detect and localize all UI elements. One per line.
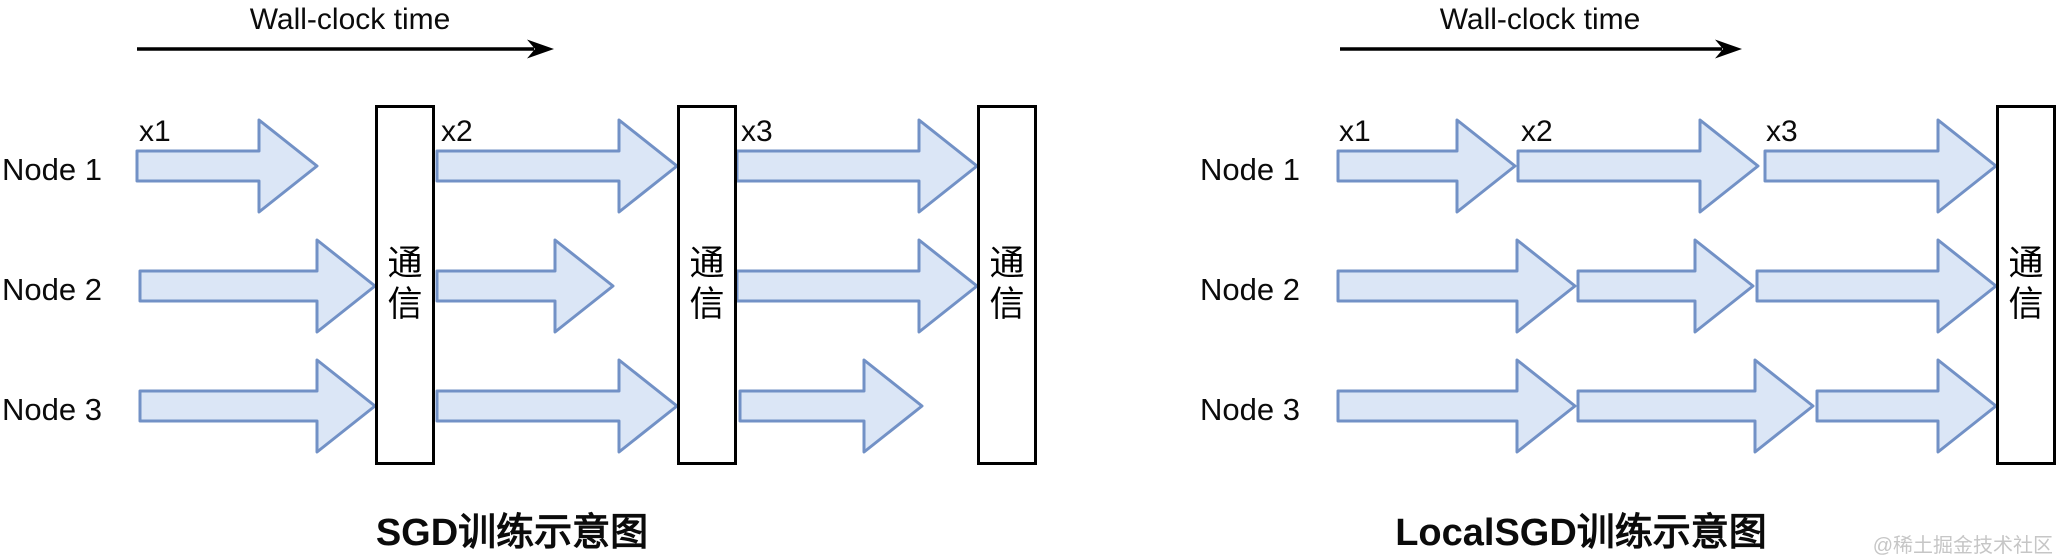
comm-box: 通信 (375, 105, 435, 465)
comm-box-label: 通信 (2008, 244, 2044, 324)
task-arrow (1576, 238, 1755, 334)
comm-box: 通信 (1996, 105, 2056, 465)
task-arrow-shape (1336, 238, 1577, 334)
task-arrow-shape (435, 238, 615, 334)
step-label-x2: x2 (1521, 115, 1553, 148)
step-label-x1: x1 (1339, 115, 1371, 148)
comm-box: 通信 (677, 105, 737, 465)
task-arrow (1576, 358, 1815, 454)
task-arrow (1755, 238, 1998, 334)
task-arrow (1336, 238, 1577, 334)
task-arrow (1763, 118, 1998, 214)
task-arrow-shape (138, 238, 377, 334)
task-arrow-shape (1576, 358, 1815, 454)
task-arrow-shape (138, 358, 377, 454)
wallclock-arrow (1338, 36, 1744, 62)
comm-box-label: 通信 (387, 244, 423, 324)
sgd-caption: SGD训练示意图 (375, 512, 649, 554)
task-arrow (1336, 118, 1517, 214)
task-arrow (435, 118, 679, 214)
task-arrow (735, 118, 979, 214)
node-label-3: Node 3 (2, 392, 102, 427)
step-label-x1: x1 (139, 115, 171, 148)
task-arrow (138, 238, 377, 334)
task-arrow-shape (435, 118, 679, 214)
task-arrow-shape (435, 358, 679, 454)
task-arrow-shape (1815, 358, 1998, 454)
wallclock-arrow-shape (1340, 39, 1742, 59)
task-arrow-shape (735, 238, 979, 334)
node-label-2: Node 2 (1200, 272, 1300, 307)
node-label-1: Node 1 (2, 152, 102, 187)
node-label-1: Node 1 (1200, 152, 1300, 187)
task-arrow (435, 358, 679, 454)
localsgd-caption: LocalSGD训练示意图 (1395, 512, 1767, 554)
task-arrow (1815, 358, 1998, 454)
task-arrow (735, 238, 979, 334)
wallclock-title: Wall-clock time (1439, 3, 1641, 36)
wallclock-arrow-shape (137, 39, 554, 59)
task-arrow-shape (735, 118, 979, 214)
node-label-2: Node 2 (2, 272, 102, 307)
step-label-x2: x2 (441, 115, 473, 148)
step-label-x3: x3 (741, 115, 773, 148)
task-arrow (1336, 358, 1577, 454)
task-arrow-shape (1516, 118, 1760, 214)
task-arrow-shape (1755, 238, 1998, 334)
node-label-3: Node 3 (1200, 392, 1300, 427)
task-arrow-shape (1336, 358, 1577, 454)
task-arrow-shape (1576, 238, 1755, 334)
task-arrow (738, 358, 924, 454)
task-arrow (435, 238, 615, 334)
task-arrow-shape (1336, 118, 1517, 214)
task-arrow-shape (738, 358, 924, 454)
comm-box: 通信 (977, 105, 1037, 465)
wallclock-arrow (135, 36, 556, 62)
wallclock-title: Wall-clock time (249, 3, 451, 36)
step-label-x3: x3 (1766, 115, 1798, 148)
watermark: @稀土掘金技术社区 (1872, 535, 2053, 557)
task-arrow (1516, 118, 1760, 214)
task-arrow-shape (1763, 118, 1998, 214)
comm-box-label: 通信 (689, 244, 725, 324)
comm-box-label: 通信 (989, 244, 1025, 324)
task-arrow-shape (135, 118, 319, 214)
task-arrow (138, 358, 377, 454)
task-arrow (135, 118, 319, 214)
